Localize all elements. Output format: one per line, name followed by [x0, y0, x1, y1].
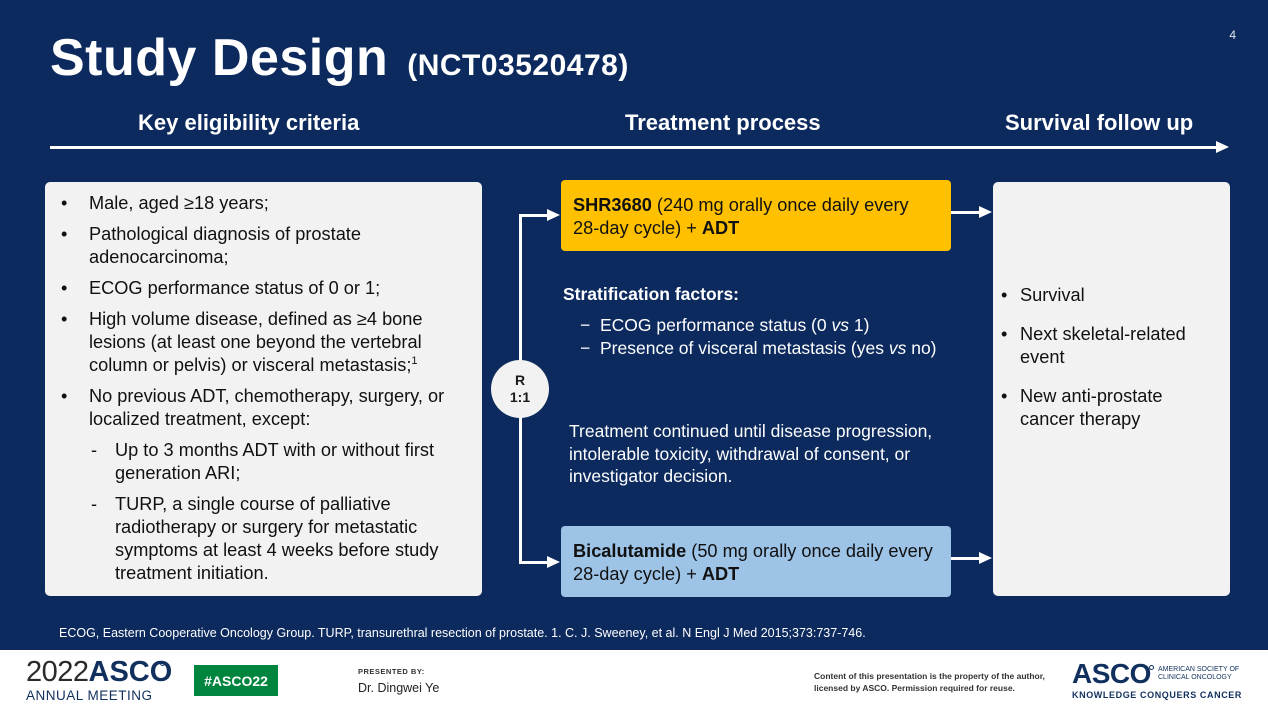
header-followup: Survival follow up	[1005, 110, 1194, 135]
stratification-list: ECOG performance status (0 vs 1) Presenc…	[580, 314, 937, 360]
copyright-notice: Content of this presentation is the prop…	[814, 671, 1045, 693]
criteria-item-diagnosis: Pathological diagnosis of prostate adeno…	[59, 223, 468, 269]
stratification-title: Stratification factors:	[563, 284, 739, 304]
header-eligibility: Key eligibility criteria	[138, 110, 360, 135]
criteria-item-ecog: ECOG performance status of 0 or 1;	[59, 277, 468, 300]
followup-list: Survival Next skeletal-related event New…	[1001, 284, 1218, 431]
followup-item-survival: Survival	[1001, 284, 1218, 307]
arm1-arrow-icon	[547, 209, 560, 221]
followup-item-skeletal-event: Next skeletal-related event	[1001, 323, 1218, 369]
registered-mark-icon	[160, 661, 165, 666]
annual-meeting-logo: 2022ASCO	[26, 656, 172, 689]
arm-shr3680-box: SHR3680 (240 mg orally once daily every …	[561, 180, 951, 251]
presenter-name: Dr. Dingwei Ye	[358, 681, 440, 695]
arm2-drug: Bicalutamide	[573, 541, 687, 561]
randomization-label: R	[514, 372, 526, 388]
logo-org-text: ASCO	[88, 656, 173, 688]
followup-arrow-arm1-icon	[979, 206, 992, 218]
followup-arrow-arm2-icon	[979, 552, 992, 564]
asco-tagline: KNOWLEDGE CONQUERS CANCER	[1072, 690, 1243, 700]
logo-year-text: 2022	[26, 656, 89, 688]
title-main: Study Design	[50, 29, 389, 87]
stratification-factor-visceral: Presence of visceral metastasis (yes vs …	[580, 337, 937, 360]
timeline-arrow-line	[50, 146, 1218, 149]
stratification-factor-ecog: ECOG performance status (0 vs 1)	[580, 314, 937, 337]
arm-bicalutamide-box: Bicalutamide (50 mg orally once daily ev…	[561, 526, 951, 597]
header-treatment: Treatment process	[625, 110, 821, 135]
criteria-item-high-volume: High volume disease, defined as ≥4 bone …	[59, 308, 468, 377]
arm2-arrow-icon	[547, 556, 560, 568]
treatment-continuation-note: Treatment continued until disease progre…	[569, 421, 933, 486]
survival-followup-panel: Survival Next skeletal-related event New…	[993, 182, 1230, 596]
asco-society-name: AMERICAN SOCIETY OF CLINICAL ONCOLOGY	[1158, 666, 1240, 681]
followup-line-arm2	[951, 557, 981, 560]
criteria-exceptions-list: Up to 3 months ADT with or without first…	[89, 439, 468, 585]
criteria-item-age: Male, aged ≥18 years;	[59, 192, 468, 215]
footer-bar: 2022ASCO ANNUAL MEETING #ASCO22 PRESENTE…	[0, 650, 1268, 714]
arm2-detail: (50 mg orally once daily every 28-day cy…	[573, 541, 933, 584]
hashtag-badge: #ASCO22	[194, 665, 278, 696]
arm1-detail: (240 mg orally once daily every 28-day c…	[573, 195, 909, 238]
criteria-exception-adt: Up to 3 months ADT with or without first…	[89, 439, 468, 485]
randomization-circle: R 1:1	[491, 360, 549, 418]
randomization-ratio: 1:1	[509, 389, 531, 405]
arm2-adt: ADT	[701, 564, 740, 584]
slide-title: Study Design (NCT03520478)	[50, 28, 629, 88]
timeline-arrow-head-icon	[1216, 141, 1229, 153]
branch-line-arm1	[519, 214, 549, 217]
logo-annual-meeting-text: ANNUAL MEETING	[26, 688, 153, 703]
footnote: ECOG, Eastern Cooperative Oncology Group…	[59, 626, 866, 640]
branch-line-arm2	[519, 561, 549, 564]
presented-by-label: PRESENTED BY:	[358, 667, 425, 676]
criteria-item-no-previous-treatment: No previous ADT, chemotherapy, surgery, …	[59, 385, 468, 585]
followup-item-new-therapy: New anti-prostate cancer therapy	[1001, 385, 1218, 431]
title-trial-id: (NCT03520478)	[407, 49, 629, 82]
page-number: 4	[1229, 28, 1236, 42]
asco-registered-mark-icon	[1149, 665, 1154, 670]
reference-superscript: 1	[411, 354, 418, 367]
arm1-drug: SHR3680	[573, 195, 652, 215]
arm1-adt: ADT	[701, 218, 740, 238]
criteria-exception-turp: TURP, a single course of palliative radi…	[89, 493, 468, 585]
eligibility-criteria-panel: Male, aged ≥18 years; Pathological diagn…	[45, 182, 482, 596]
followup-line-arm1	[951, 211, 981, 214]
slide: 4 Study Design (NCT03520478) Key eligibi…	[0, 0, 1268, 650]
asco-logo: ASCO	[1072, 658, 1151, 689]
criteria-list: Male, aged ≥18 years; Pathological diagn…	[59, 192, 468, 585]
